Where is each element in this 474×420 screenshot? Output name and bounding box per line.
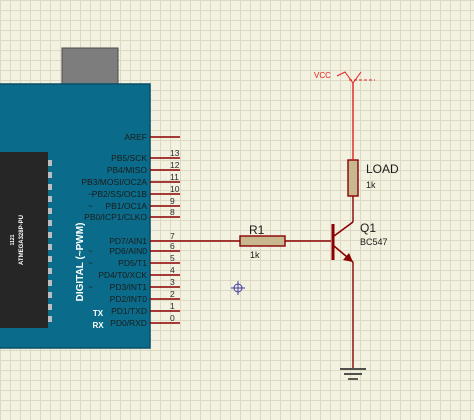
ground-symbol[interactable] xyxy=(340,368,366,380)
load-resistor[interactable] xyxy=(347,159,359,197)
pin-label: PD0/RXD xyxy=(110,318,147,328)
pin-number: 3 xyxy=(170,277,175,287)
pin-label: PD7/AIN1 xyxy=(109,236,147,246)
mcu-chip xyxy=(0,152,48,328)
origin-marker xyxy=(231,281,245,295)
pwm-tilde: ~ xyxy=(88,177,93,187)
pin-label: PB2/SS/OC1B xyxy=(92,189,148,199)
pin-label: PD6/AIN0 xyxy=(109,246,147,256)
pin-label: PD2/INT0 xyxy=(110,294,148,304)
pwm-tilde: ~ xyxy=(88,282,93,292)
vcc-terminal[interactable] xyxy=(336,71,375,84)
pin-number: 9 xyxy=(170,196,175,206)
pin-number: 12 xyxy=(170,160,180,170)
pin-number: 5 xyxy=(170,253,175,263)
chip-date-code: 1121 xyxy=(10,234,16,245)
pwm-tilde: ~ xyxy=(88,246,93,256)
q1-model: BC547 xyxy=(360,237,388,247)
pin-number: 4 xyxy=(170,265,175,275)
pin-number: 1 xyxy=(170,301,175,311)
q1-name: Q1 xyxy=(360,221,376,235)
resistor-r1[interactable] xyxy=(239,235,286,247)
pin-number: 10 xyxy=(170,184,180,194)
pin-number: 8 xyxy=(170,207,175,217)
pin-number: 0 xyxy=(170,313,175,323)
pwm-tilde: ~ xyxy=(88,189,93,199)
load-name: LOAD xyxy=(366,162,399,176)
chip-pins xyxy=(48,160,52,322)
rx-label: RX xyxy=(92,321,104,330)
pin-label: PB5/SCK xyxy=(111,153,147,163)
pin-label: PB1/OC1A xyxy=(105,201,147,211)
pin-label: PD4/T0/XCK xyxy=(98,270,147,280)
pin-number: 6 xyxy=(170,241,175,251)
pin-label: PD1/TXD xyxy=(111,306,147,316)
r1-value: 1k xyxy=(250,250,260,260)
pin-number: 2 xyxy=(170,289,175,299)
pin-label: AREF xyxy=(124,132,147,142)
transistor-q1[interactable] xyxy=(331,221,354,263)
load-value: 1k xyxy=(366,180,376,190)
tx-label: TX xyxy=(93,309,104,318)
pin-number: 11 xyxy=(170,172,179,182)
pin-number: 7 xyxy=(170,231,175,241)
pin-label: PB0/ICP1/CLKO xyxy=(84,212,147,222)
pin-label: PD5/T1 xyxy=(118,258,147,268)
pin-label: PD3/INT1 xyxy=(110,282,148,292)
pwm-tilde: ~ xyxy=(88,201,93,211)
vcc-label: VCC xyxy=(314,71,331,80)
chip-label: ATMEGA328P-PU xyxy=(19,215,25,265)
pin-label: PB3/MOSI/OC2A xyxy=(81,177,147,187)
digital-pwm-label: DIGITAL (~PWM) xyxy=(75,223,86,302)
pin-number: 13 xyxy=(170,148,180,158)
pin-label: PB4/MISO xyxy=(107,165,148,175)
pwm-tilde: ~ xyxy=(88,258,93,268)
r1-name: R1 xyxy=(249,223,265,237)
